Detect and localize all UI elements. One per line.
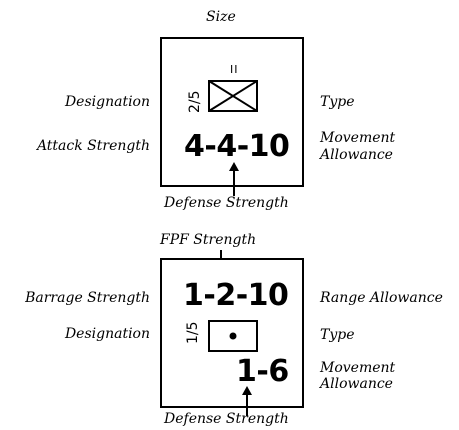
top-defense-strength-label: Defense Strength xyxy=(164,195,289,211)
barrage-strength-label: Barrage Strength xyxy=(25,290,150,306)
bottom-designation-value: 1/5 xyxy=(185,321,201,344)
bottom-designation-label: Designation xyxy=(64,326,150,342)
artillery-symbol-icon xyxy=(208,320,258,352)
infantry-symbol-icon xyxy=(208,80,258,112)
bottom-defense-arrow-icon xyxy=(242,386,252,416)
bottom-movement-label-line2: Allowance xyxy=(320,376,393,392)
top-type-label: Type xyxy=(320,94,355,110)
range-allowance-label: Range Allowance xyxy=(320,290,443,306)
top-movement-label-line2: Allowance xyxy=(320,147,393,163)
size-label: Size xyxy=(206,9,236,25)
bottom-defense-movement-value: 1-6 xyxy=(236,354,289,389)
bottom-strength-value: 1-2-10 xyxy=(183,278,289,313)
fpf-strength-label: FPF Strength xyxy=(160,232,257,248)
infantry-counter xyxy=(160,37,304,187)
bottom-defense-strength-label: Defense Strength xyxy=(164,411,289,427)
defense-arrow-icon xyxy=(229,162,239,196)
top-strength-value: 4-4-10 xyxy=(184,129,290,164)
top-designation-value: 2/5 xyxy=(187,90,203,113)
top-designation-label: Designation xyxy=(64,94,150,110)
bottom-type-label: Type xyxy=(320,327,355,343)
size-mark: II xyxy=(230,63,239,76)
attack-strength-label: Attack Strength xyxy=(36,138,150,154)
bottom-movement-label-line1: Movement xyxy=(320,360,396,376)
top-movement-label-line1: Movement xyxy=(320,130,396,146)
